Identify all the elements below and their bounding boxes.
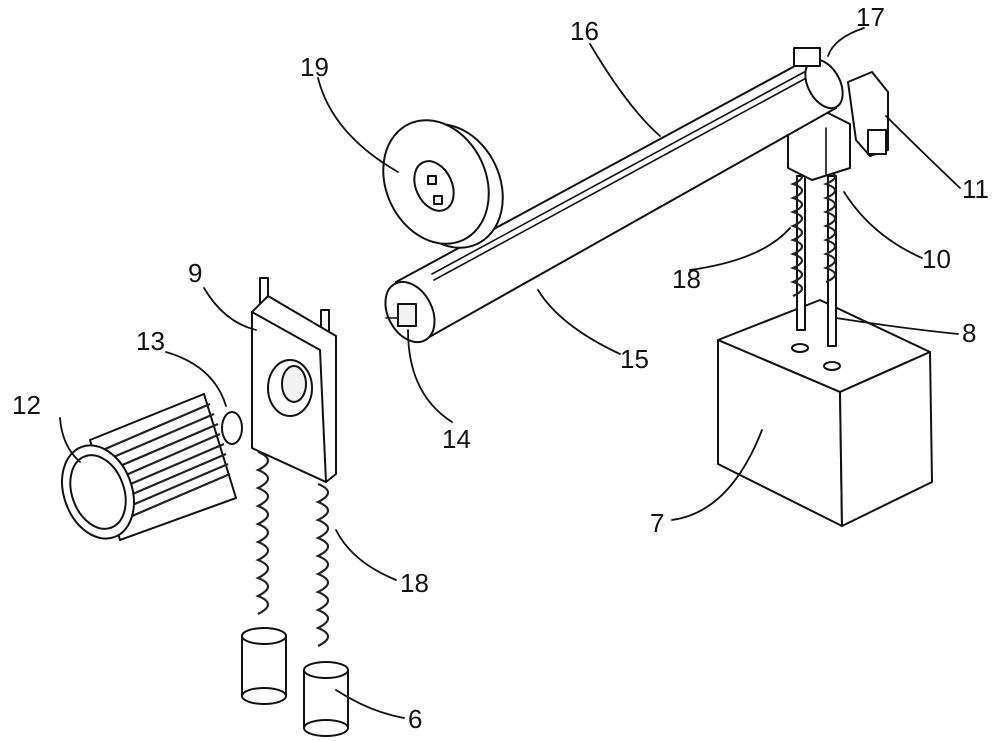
label-13: 13 [136, 326, 165, 356]
label-8: 8 [962, 318, 976, 348]
connector-13 [221, 411, 243, 445]
label-12: 12 [12, 390, 41, 420]
label-9: 9 [188, 258, 202, 288]
end-cap-17 [793, 47, 844, 110]
spring-18-right [789, 168, 837, 298]
label-14: 14 [442, 424, 471, 454]
label-19: 19 [300, 52, 329, 82]
cylinder-12 [61, 393, 237, 541]
label-16: 16 [570, 16, 599, 46]
label-10: 10 [922, 244, 951, 274]
spring-18-left [255, 450, 330, 647]
label-11: 11 [962, 174, 989, 204]
label-6: 6 [408, 704, 422, 734]
label-17: 17 [856, 2, 885, 32]
box-7 [717, 299, 933, 527]
tube-15 [384, 59, 837, 344]
leader-lines [59, 27, 961, 719]
label-18-right: 18 [672, 264, 701, 294]
label-7: 7 [650, 508, 664, 538]
motor-11 [847, 71, 889, 157]
reference-numerals: 6 7 8 9 10 11 12 13 14 15 16 17 18 18 19 [12, 2, 989, 734]
label-15: 15 [620, 344, 649, 374]
plate-9 [251, 277, 337, 483]
disc-19 [382, 119, 504, 249]
label-18-left: 18 [400, 568, 429, 598]
weights-6 [241, 627, 349, 737]
